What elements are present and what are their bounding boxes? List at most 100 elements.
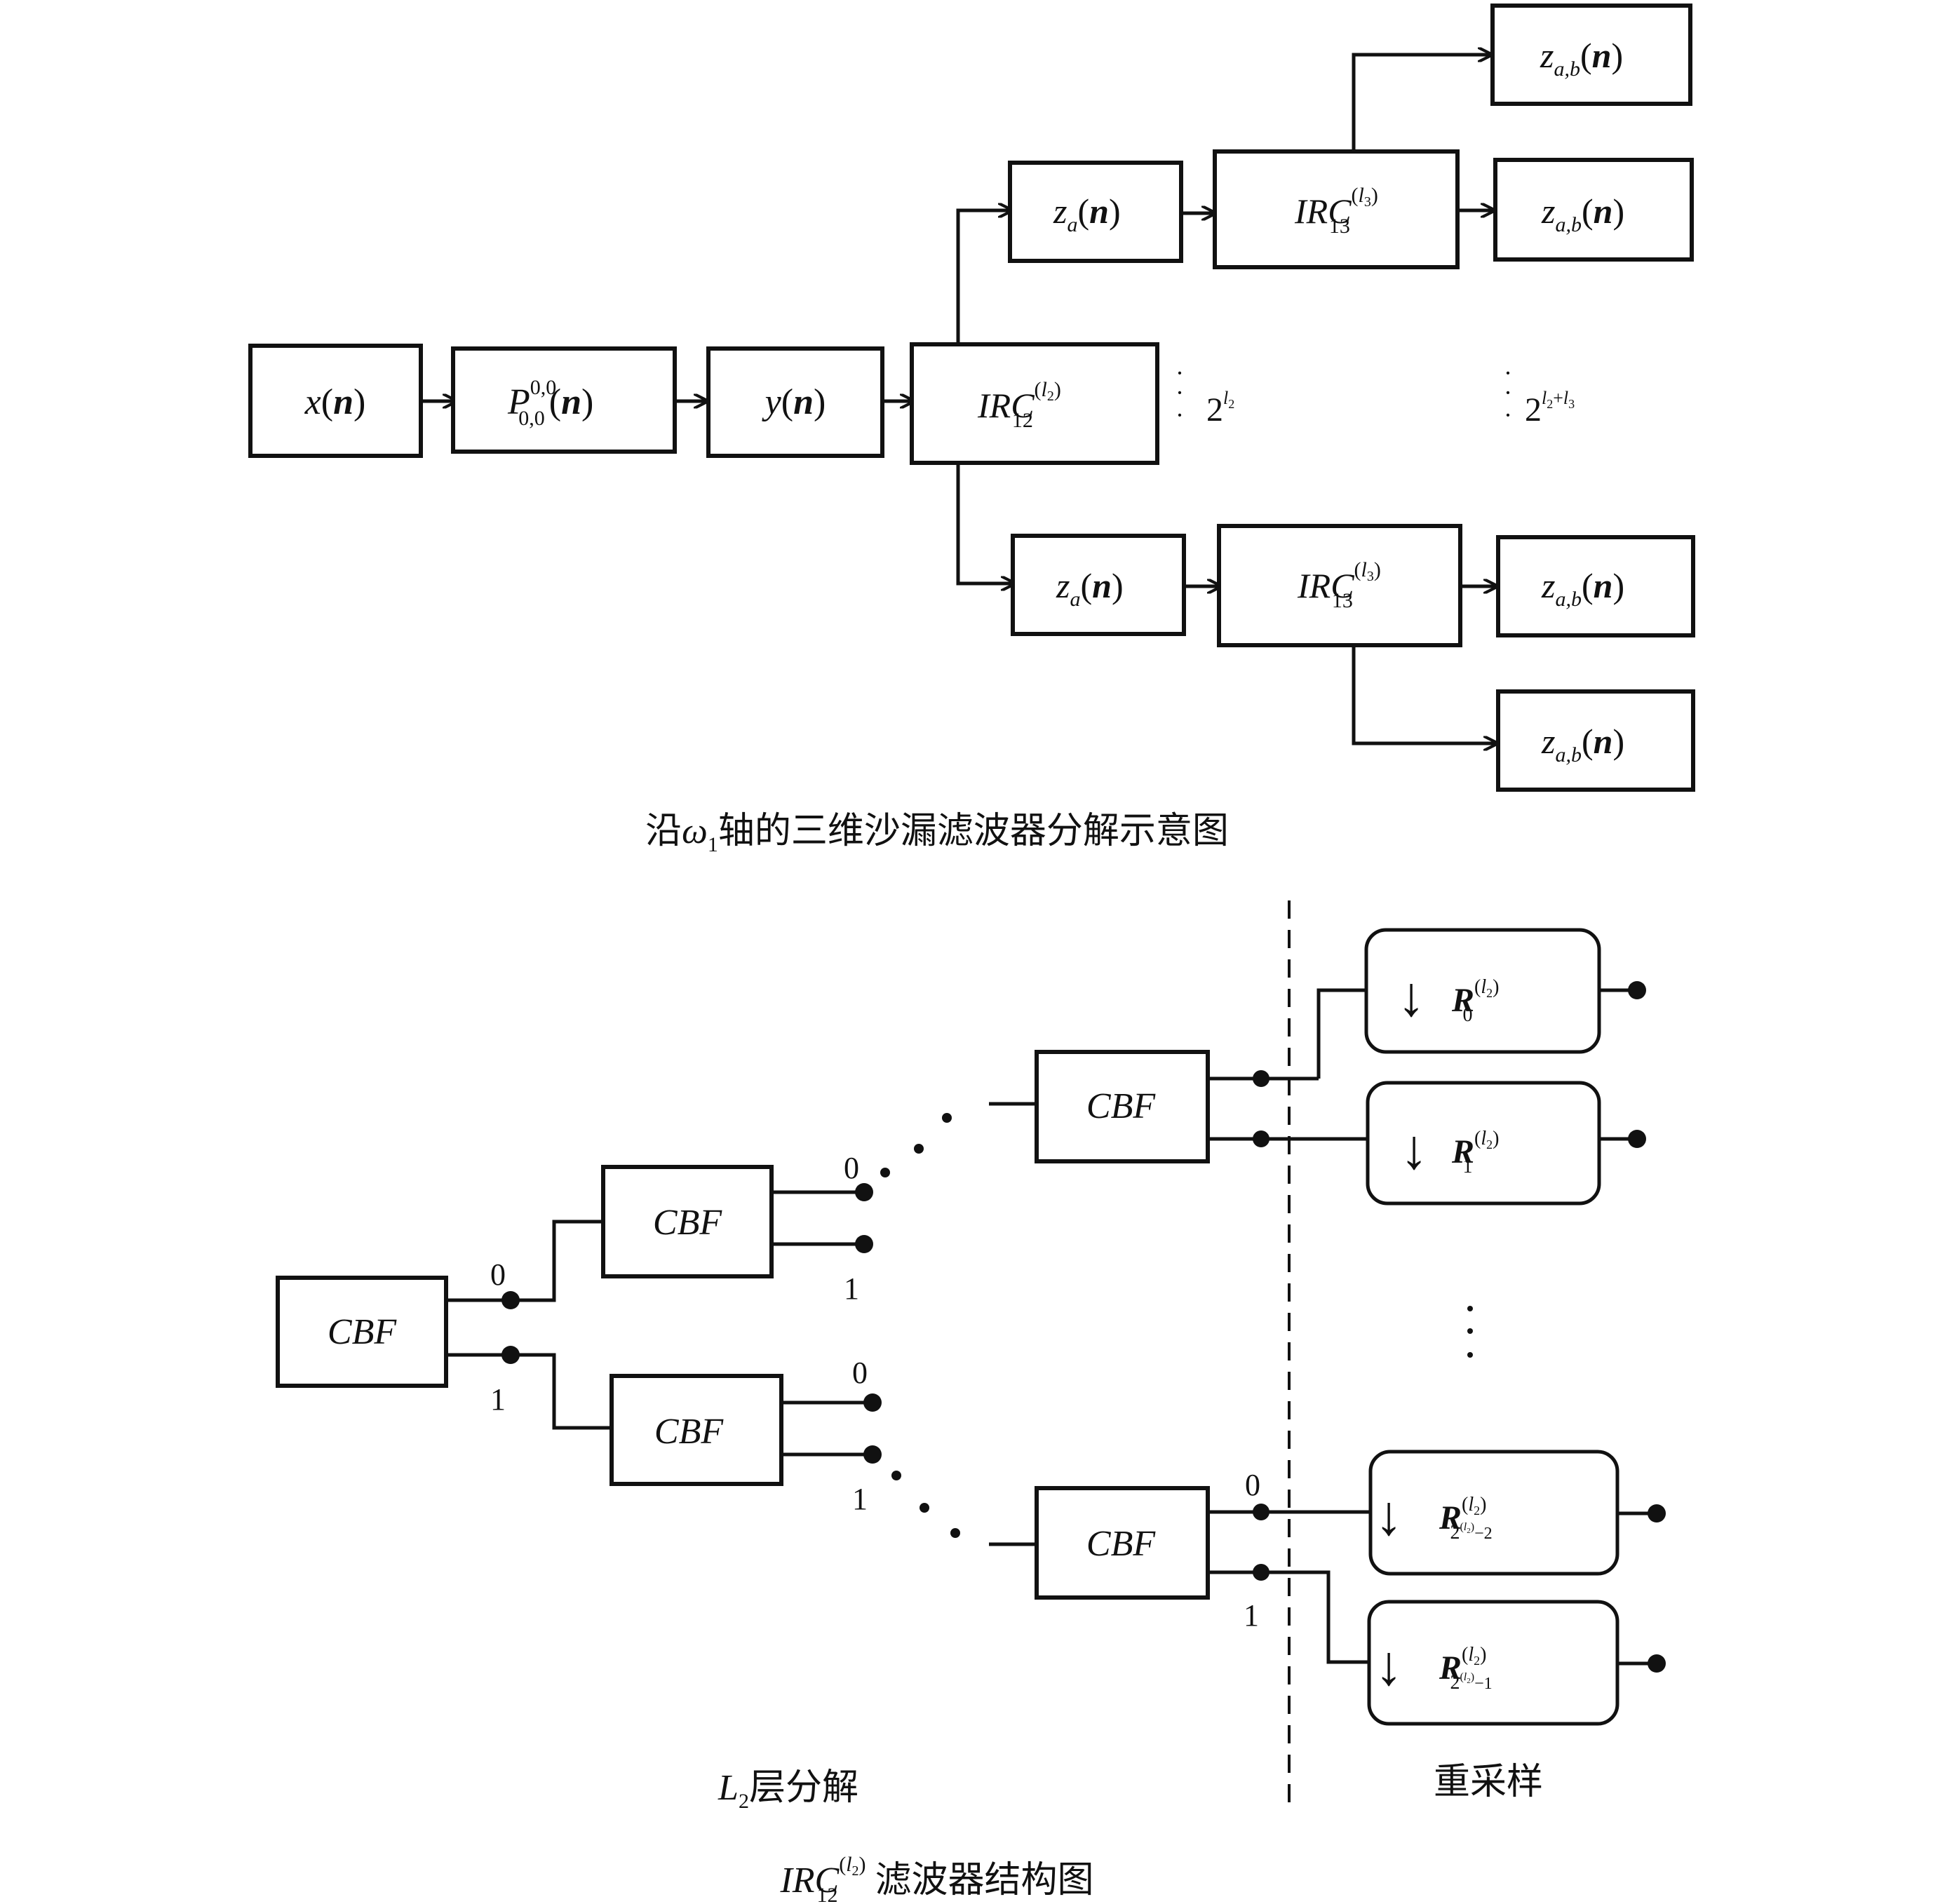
zab-box-3 xyxy=(1496,535,1695,637)
vdots-l23-3: · xyxy=(1504,401,1512,429)
zab-label-1: za,b(n) xyxy=(1540,36,1623,81)
ellipsis-lower-2 xyxy=(920,1503,929,1513)
dot-r0-out xyxy=(1628,981,1646,999)
branch-root-0: 0 xyxy=(490,1257,506,1292)
right-region-caption: 重采样 xyxy=(1434,1762,1543,1802)
irc12-block: IRC(l2)12 xyxy=(910,342,1159,465)
cbf-level2-upper-box xyxy=(601,1165,774,1278)
p00-box xyxy=(451,346,677,454)
dot-r1-out xyxy=(1628,1130,1646,1148)
branch-cbf2a-0: 0 xyxy=(844,1151,859,1185)
vdots-l2: · xyxy=(1176,359,1184,387)
vdots-right-3 xyxy=(1467,1352,1473,1358)
vdots-right-2 xyxy=(1467,1328,1473,1334)
resample-r1-box xyxy=(1366,1081,1601,1206)
vdots-l23: · xyxy=(1504,359,1512,387)
irc12-structure-diagram: CBF CBF CBF CBF CBF 0 1 0 1 0 1 0 1 xyxy=(276,900,1666,1904)
za-upper-box xyxy=(1008,161,1183,263)
down-arrow-icon: ↓ xyxy=(1375,1485,1403,1547)
top-connectors xyxy=(422,55,1497,743)
ellipsis-upper-3 xyxy=(942,1113,952,1123)
za-upper-block: za(n) xyxy=(1008,161,1183,263)
branch-last-lower-0: 0 xyxy=(1245,1468,1260,1502)
resample-r1-block: ↓ R(l2)1 xyxy=(1366,1081,1601,1206)
zab-label-2: za,b(n) xyxy=(1541,191,1624,236)
dot-cbf2b-0 xyxy=(863,1393,882,1412)
branch-root-1: 1 xyxy=(490,1382,506,1417)
cbf-last-upper-block: CBF xyxy=(1035,1050,1210,1163)
resample-rn1-block: ↓ R(l2)2(l2)−1 xyxy=(1367,1600,1619,1726)
top-caption: 沿ω1轴的三维沙漏滤波器分解示意图 xyxy=(645,811,1229,856)
cbf-last-lower-box xyxy=(1035,1486,1210,1600)
cbf-level2-upper-label: CBF xyxy=(653,1203,722,1243)
irc13-lower-block: IRC(l3)13 xyxy=(1217,524,1462,647)
vdots-l2-2: · xyxy=(1176,379,1184,407)
cbf-root-box xyxy=(276,1276,448,1388)
za-upper-label: za(n) xyxy=(1053,191,1121,236)
x-n-block: x(n) xyxy=(248,344,423,458)
dot-cbf2a-0 xyxy=(855,1183,873,1201)
cbf-level2-lower-label: CBF xyxy=(654,1412,724,1452)
cbf-level2-upper-block: CBF xyxy=(601,1165,774,1278)
zab-label-4: za,b(n) xyxy=(1541,722,1624,767)
rn1-label: R(l2)2(l2)−1 xyxy=(1439,1644,1493,1694)
x-n-label: x(n) xyxy=(304,382,366,422)
irc13-lower-box xyxy=(1217,524,1462,647)
zab-box-4 xyxy=(1496,689,1695,792)
count-l2-label: 2l2 xyxy=(1206,388,1234,428)
branch-last-lower-1: 1 xyxy=(1244,1598,1259,1633)
irc12-box xyxy=(910,342,1159,465)
irc13-upper-label: IRC(l3)13 xyxy=(1294,184,1378,238)
vdots-l23-2: · xyxy=(1504,379,1512,407)
count-l23-annotation: · · · 2l2+l3 xyxy=(1504,359,1575,429)
irc13-upper-box xyxy=(1213,149,1460,269)
zab-box-2 xyxy=(1493,158,1694,262)
down-arrow-icon: ↓ xyxy=(1400,1119,1428,1181)
y-n-label: y(n) xyxy=(762,382,826,422)
ellipsis-upper-2 xyxy=(914,1144,924,1154)
cbf-root-block: CBF xyxy=(276,1276,448,1388)
branch-cbf2b-1: 1 xyxy=(852,1482,868,1516)
junction-dots xyxy=(501,981,1666,1673)
cbf-level2-lower-block: CBF xyxy=(609,1374,783,1486)
zab-block-3: za,b(n) xyxy=(1496,535,1695,637)
bottom-caption: IRC(l2)12 滤波器结构图 xyxy=(779,1853,1093,1904)
arrow-irc13-to-zab-4 xyxy=(1352,647,1497,743)
branch-cbf2a-1: 1 xyxy=(844,1271,859,1306)
irc12-label: IRC(l2)12 xyxy=(977,378,1061,432)
left-region-caption: L2层分解 xyxy=(718,1768,858,1813)
resample-r0-box xyxy=(1364,928,1601,1054)
zab-label-3: za,b(n) xyxy=(1541,566,1624,611)
dot-cbf2a-1 xyxy=(855,1235,873,1253)
irc13-lower-label: IRC(l3)13 xyxy=(1297,558,1381,612)
resample-rn2-box xyxy=(1368,1450,1619,1576)
dot-rn1-out xyxy=(1648,1654,1666,1673)
dot-last-upper-1 xyxy=(1253,1130,1269,1147)
cbf-root-label: CBF xyxy=(328,1312,397,1352)
cbf-last-upper-label: CBF xyxy=(1086,1086,1156,1126)
zab-box-1 xyxy=(1490,4,1692,106)
za-lower-label: za(n) xyxy=(1056,566,1124,611)
r0-label: R(l2)0 xyxy=(1451,976,1499,1026)
ellipsis-upper-1 xyxy=(880,1168,890,1177)
ellipsis-dots xyxy=(880,1113,1473,1538)
y-n-box xyxy=(706,346,884,458)
down-arrow-icon: ↓ xyxy=(1375,1635,1403,1697)
dot-last-lower-1 xyxy=(1253,1564,1269,1581)
ellipsis-lower-1 xyxy=(891,1471,901,1480)
dot-last-lower-0 xyxy=(1253,1504,1269,1520)
rn2-label: R(l2)2(l2)−2 xyxy=(1439,1494,1493,1544)
zab-block-4: za,b(n) xyxy=(1496,689,1695,792)
branch-labels: 0 1 0 1 0 1 0 1 xyxy=(490,1151,1260,1633)
dot-root-1 xyxy=(501,1346,520,1364)
arrow-irc12-to-za-upper xyxy=(956,210,1011,342)
dot-rn2-out xyxy=(1648,1504,1666,1522)
za-lower-block: za(n) xyxy=(1011,534,1186,636)
count-l2-annotation: · · · 2l2 xyxy=(1176,359,1234,429)
cbf-level2-lower-box xyxy=(609,1374,783,1486)
dot-cbf2b-1 xyxy=(863,1445,882,1464)
cbf-last-lower-block: CBF xyxy=(1035,1486,1210,1600)
vdots-l2-3: · xyxy=(1176,401,1184,429)
